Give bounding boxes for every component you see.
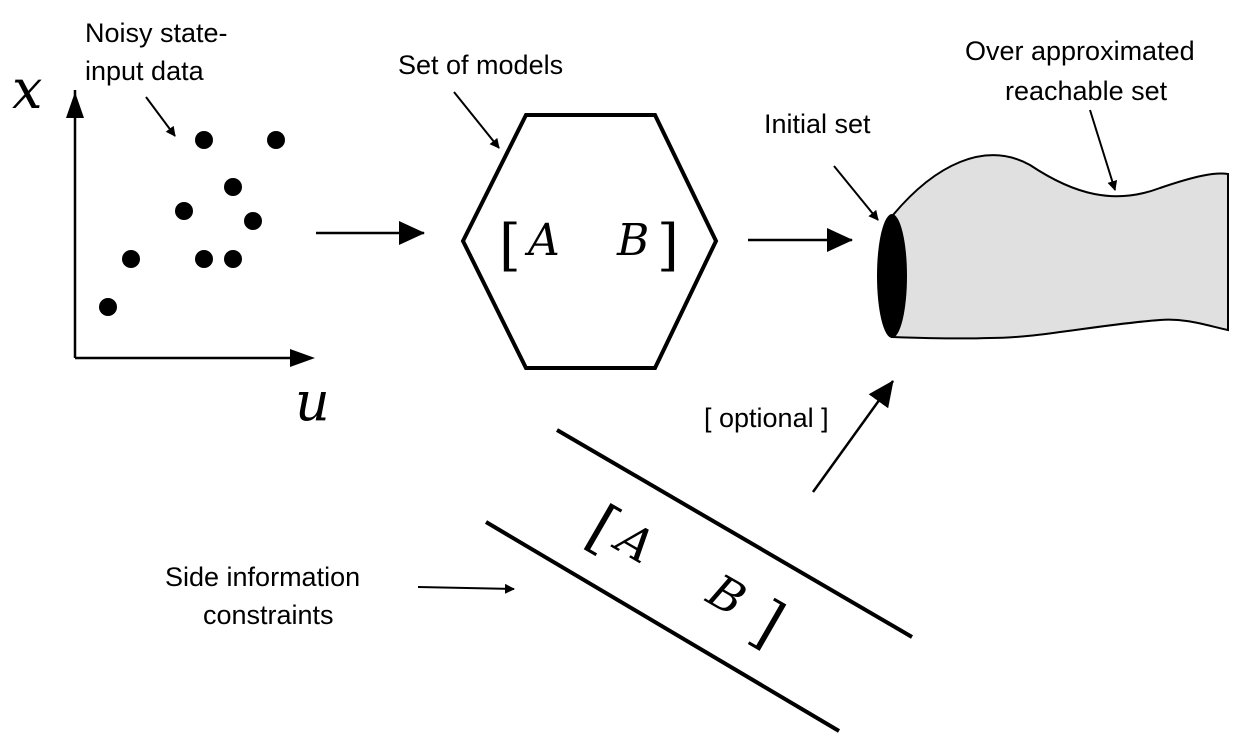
side-info-pointer-arrow — [417, 583, 515, 594]
reachable-set: Initial set Over approximated reachable … — [764, 36, 1229, 340]
y-axis-label: x — [12, 58, 42, 121]
models-hexagon — [460, 113, 719, 370]
data-point — [122, 250, 140, 268]
noisy-data-label-line1: Noisy state- — [85, 18, 228, 48]
data-point — [195, 131, 213, 149]
initial-set-label: Initial set — [764, 109, 871, 139]
reachable-set-label-line2: reachable set — [1005, 76, 1168, 106]
data-points — [99, 131, 285, 316]
constraint-boundary-upper — [555, 428, 914, 639]
constraint-matrix-b: B — [698, 563, 755, 627]
reachable-set-pointer-arrow — [1089, 109, 1118, 191]
models-matrix-b: B — [616, 215, 649, 266]
reachable-set-label-line1: Over approximated — [965, 36, 1195, 66]
data-point — [267, 131, 285, 149]
models-matrix-a: A — [524, 215, 560, 266]
side-info-label-line2: constraints — [203, 600, 334, 630]
models-bracket-open: [ — [499, 213, 521, 278]
constraint-matrix: [ A B ] — [576, 492, 796, 659]
initial-set-pointer-arrow — [833, 165, 879, 221]
set-of-models-label: Set of models — [398, 50, 563, 80]
side-information-constraints: [ A B ] Side information constraints — [165, 428, 914, 733]
x-axis-arrowhead — [290, 349, 315, 367]
constraint-boundary-lower — [484, 520, 841, 733]
reachable-set-tube — [890, 154, 1229, 340]
data-point — [244, 212, 262, 230]
optional-label: [ optional ] — [704, 403, 829, 433]
set-of-models-pointer-arrow — [453, 91, 500, 149]
data-point — [175, 202, 193, 220]
state-input-scatter-plot: x u Noisy state- input data — [12, 18, 330, 433]
set-of-models: [ A B ] Set of models — [398, 50, 719, 370]
side-info-label-line1: Side information — [165, 562, 360, 592]
data-point — [99, 298, 117, 316]
models-bracket-close: ] — [657, 213, 679, 278]
x-axis-label: u — [295, 370, 330, 433]
data-point — [224, 178, 242, 196]
initial-set-ellipse — [877, 214, 907, 338]
optional-arrow — [811, 380, 895, 493]
noisy-data-label-line2: input data — [85, 56, 205, 86]
noisy-data-pointer-arrow — [145, 96, 176, 137]
data-point — [224, 250, 242, 268]
data-point — [195, 250, 213, 268]
constraint-bracket-close: ] — [740, 587, 795, 659]
y-axis-arrowhead — [66, 92, 84, 118]
